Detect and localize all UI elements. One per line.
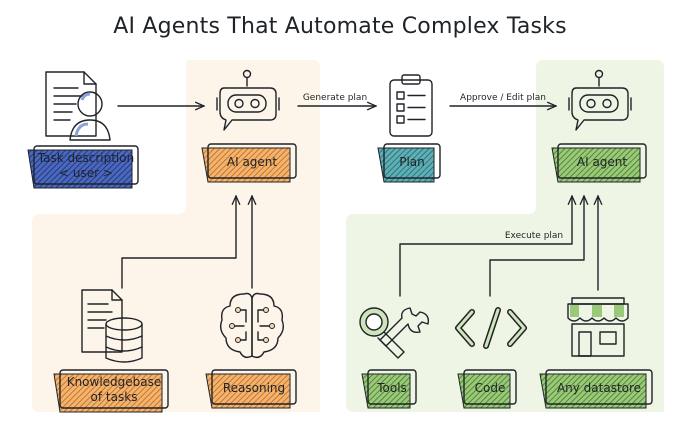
node-any-datastore[interactable]: Any datastore [539,369,653,409]
circuit-brain-icon [219,292,285,359]
edge-execute-plan-label: Execute plan [505,231,563,241]
node-code[interactable]: Code [457,369,517,409]
node-task-line2: < user > [59,166,113,180]
robot-icon [216,69,280,131]
edge-tools-to-agent [399,196,572,297]
orange-panel [32,60,320,412]
node-tools[interactable]: Tools [361,369,417,409]
node-kb-line1: Knowledgebase [67,375,162,389]
node-kb-line2: of tasks [91,390,138,404]
node-tools-label: Tools [376,381,407,395]
node-code-label: Code [475,381,506,395]
node-ai-agent-1[interactable]: AI agent [201,143,297,183]
storefront-icon [567,297,629,357]
diagram-title: AI Agents That Automate Complex Tasks [113,14,567,39]
node-agent2-label: AI agent [577,155,628,169]
clipboard-checklist-icon [389,74,433,137]
node-task-line1: Task description [37,151,134,165]
document-database-icon [81,289,143,363]
robot-icon [568,69,632,131]
user-document-icon [45,71,111,141]
node-datastore-label: Any datastore [557,381,641,395]
node-task-description[interactable]: Task description < user > [27,145,139,189]
edge-code-to-agent [489,196,584,297]
edge-generate-plan-label: Generate plan [303,93,367,103]
node-reasoning-label: Reasoning [223,381,285,395]
node-plan[interactable]: Plan [377,143,441,183]
edge-kb-to-agent [121,196,236,289]
node-plan-label: Plan [399,155,425,169]
node-knowledgebase[interactable]: Knowledgebase of tasks [53,369,169,413]
node-reasoning[interactable]: Reasoning [205,369,297,409]
node-ai-agent-2[interactable]: AI agent [551,143,647,183]
wrench-magnifier-icon [359,307,430,359]
node-agent1-label: AI agent [227,155,278,169]
edge-approve-edit-label: Approve / Edit plan [460,93,546,103]
code-brackets-icon [455,307,527,349]
